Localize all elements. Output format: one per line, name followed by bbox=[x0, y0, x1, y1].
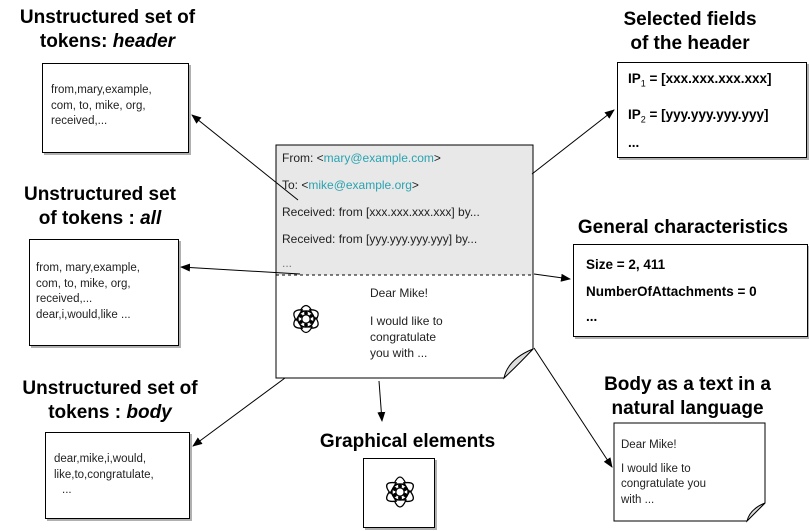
flower-icon bbox=[386, 476, 414, 508]
heading-line: tokens: header bbox=[0, 30, 215, 54]
email-body-line: I would like to bbox=[370, 314, 443, 328]
heading-line: Unstructured set bbox=[23, 184, 177, 205]
natural-line: I would like to bbox=[621, 462, 691, 475]
token-line: ... bbox=[62, 484, 72, 496]
arrow-to-selected-fields bbox=[531, 109, 615, 175]
from-prefix: From: < bbox=[282, 151, 324, 165]
to-prefix: To: < bbox=[282, 178, 309, 192]
heading-line: of tokens : all bbox=[0, 207, 200, 231]
natural-language-page: Dear Mike! I would like to congratulate … bbox=[612, 421, 770, 523]
arrow-to-body-tokens bbox=[192, 377, 286, 447]
heading-header-tokens: Unstructured set of tokens: header bbox=[0, 6, 215, 54]
email-from-line: From: <mary@example.com> bbox=[282, 151, 528, 166]
token-line: dear,i,would,like ... bbox=[36, 308, 131, 321]
arrow-to-general-characteristics bbox=[533, 273, 571, 282]
heading-text: of tokens : bbox=[38, 208, 141, 229]
body-tokens-box: dear,mike,i,would, like,to,congratulate,… bbox=[45, 432, 190, 519]
heading-line: Graphical elements bbox=[319, 431, 496, 452]
general-more: ... bbox=[586, 309, 598, 324]
email-body-line: you with ... bbox=[370, 346, 428, 360]
heading-emphasis: header bbox=[112, 31, 176, 52]
heading-line: Unstructured set of bbox=[22, 378, 198, 399]
all-tokens-box: from, mary,example, com, to, mike, org, … bbox=[29, 239, 179, 346]
heading-natural-language: Body as a text in a natural language bbox=[580, 373, 795, 421]
heading-line: of the header bbox=[630, 33, 750, 54]
to-address-link[interactable]: mike@example.org bbox=[308, 178, 412, 192]
attachments-field: NumberOfAttachments = 0 bbox=[586, 284, 757, 299]
token-line: from, mary,example, bbox=[36, 262, 140, 274]
arrow-to-all-tokens bbox=[180, 263, 301, 275]
heading-emphasis: body bbox=[126, 402, 172, 423]
arrow-to-graphical-elements bbox=[377, 380, 386, 422]
selected-fields-box: IP1 = [xxx.xxx.xxx.xxx] IP2 = [yyy.yyy.y… bbox=[617, 62, 807, 158]
heading-text: tokens: bbox=[39, 31, 113, 52]
natural-page-outline bbox=[613, 422, 766, 523]
arrow-to-header-tokens bbox=[191, 114, 299, 201]
natural-greeting: Dear Mike! bbox=[621, 439, 677, 451]
heading-body-tokens: Unstructured set of tokens : body bbox=[5, 377, 215, 425]
heading-selected-fields: Selected fields of the header bbox=[605, 8, 775, 56]
ip2-value: = [yyy.yyy.yyy.yyy] bbox=[645, 106, 769, 122]
header-tokens-box: from,mary,example, com, to, mike, org, r… bbox=[42, 63, 189, 153]
to-suffix: > bbox=[411, 178, 419, 192]
ip1-subscript: 1 bbox=[640, 78, 646, 89]
token-line: received,... bbox=[51, 115, 108, 127]
token-line: dear,mike,i,would, bbox=[54, 453, 147, 465]
size-field: Size = 2, 411 bbox=[586, 257, 666, 272]
token-line: received,... bbox=[36, 293, 93, 305]
token-line: like,to,congratulate, bbox=[54, 468, 154, 481]
email-header: From: <mary@example.com> To: <mike@examp… bbox=[282, 151, 528, 271]
heading-line: tokens : body bbox=[5, 401, 215, 425]
email-greeting: Dear Mike! bbox=[370, 286, 429, 300]
heading-line: Unstructured set of bbox=[19, 7, 196, 28]
ip2-label: IP bbox=[628, 106, 641, 122]
heading-all-tokens: Unstructured set of tokens : all bbox=[0, 183, 200, 231]
flower-icon bbox=[293, 304, 319, 334]
arrow-to-natural-language bbox=[533, 347, 613, 468]
graphical-elements-box bbox=[363, 458, 435, 528]
heading-general-characteristics: General characteristics bbox=[560, 216, 806, 240]
from-address-link[interactable]: mary@example.com bbox=[323, 151, 434, 165]
ip1-label: IP bbox=[628, 71, 641, 86]
email-header-more: ... bbox=[282, 256, 293, 270]
ip1-field: IP1 = [xxx.xxx.xxx.xxx] bbox=[628, 69, 806, 94]
token-line: com, to, mike, org, bbox=[51, 99, 146, 112]
natural-line: congratulate you bbox=[621, 478, 707, 490]
email-body-line: congratulate bbox=[370, 330, 437, 344]
natural-text: Dear Mike! I would like to congratulate … bbox=[621, 438, 706, 508]
heading-text: tokens : bbox=[48, 402, 127, 423]
heading-line: Body as a text in a bbox=[604, 374, 771, 395]
email-to-line: To: <mike@example.org> bbox=[282, 178, 528, 193]
heading-emphasis: all bbox=[140, 208, 162, 229]
email-outline bbox=[275, 144, 534, 380]
heading-line: natural language bbox=[611, 398, 764, 419]
ip2-field: IP2 = [yyy.yyy.yyy.yyy] bbox=[628, 105, 806, 130]
ip2-subscript: 2 bbox=[640, 114, 646, 125]
token-line: from,mary,example, bbox=[51, 84, 152, 96]
email-body: Dear Mike! I would like to congratulate … bbox=[370, 286, 443, 361]
email-document: From: <mary@example.com> To: <mike@examp… bbox=[272, 141, 534, 381]
from-suffix: > bbox=[433, 151, 441, 165]
natural-line: with ... bbox=[621, 493, 655, 506]
selected-more: ... bbox=[628, 135, 640, 151]
ip1-value: = [xxx.xxx.xxx.xxx] bbox=[645, 71, 772, 86]
email-received-2: Received: from [yyy.yyy.yyy.yyy] by... bbox=[282, 232, 478, 246]
heading-line: General characteristics bbox=[577, 217, 789, 238]
heading-line: Selected fields bbox=[623, 9, 757, 30]
token-line: com, to, mike, org, bbox=[36, 277, 131, 290]
heading-graphical-elements: Graphical elements bbox=[300, 430, 515, 454]
general-characteristics-box: Size = 2, 411 NumberOfAttachments = 0 ..… bbox=[573, 244, 808, 337]
email-received-1: Received: from [xxx.xxx.xxx.xxx] by... bbox=[282, 205, 480, 219]
